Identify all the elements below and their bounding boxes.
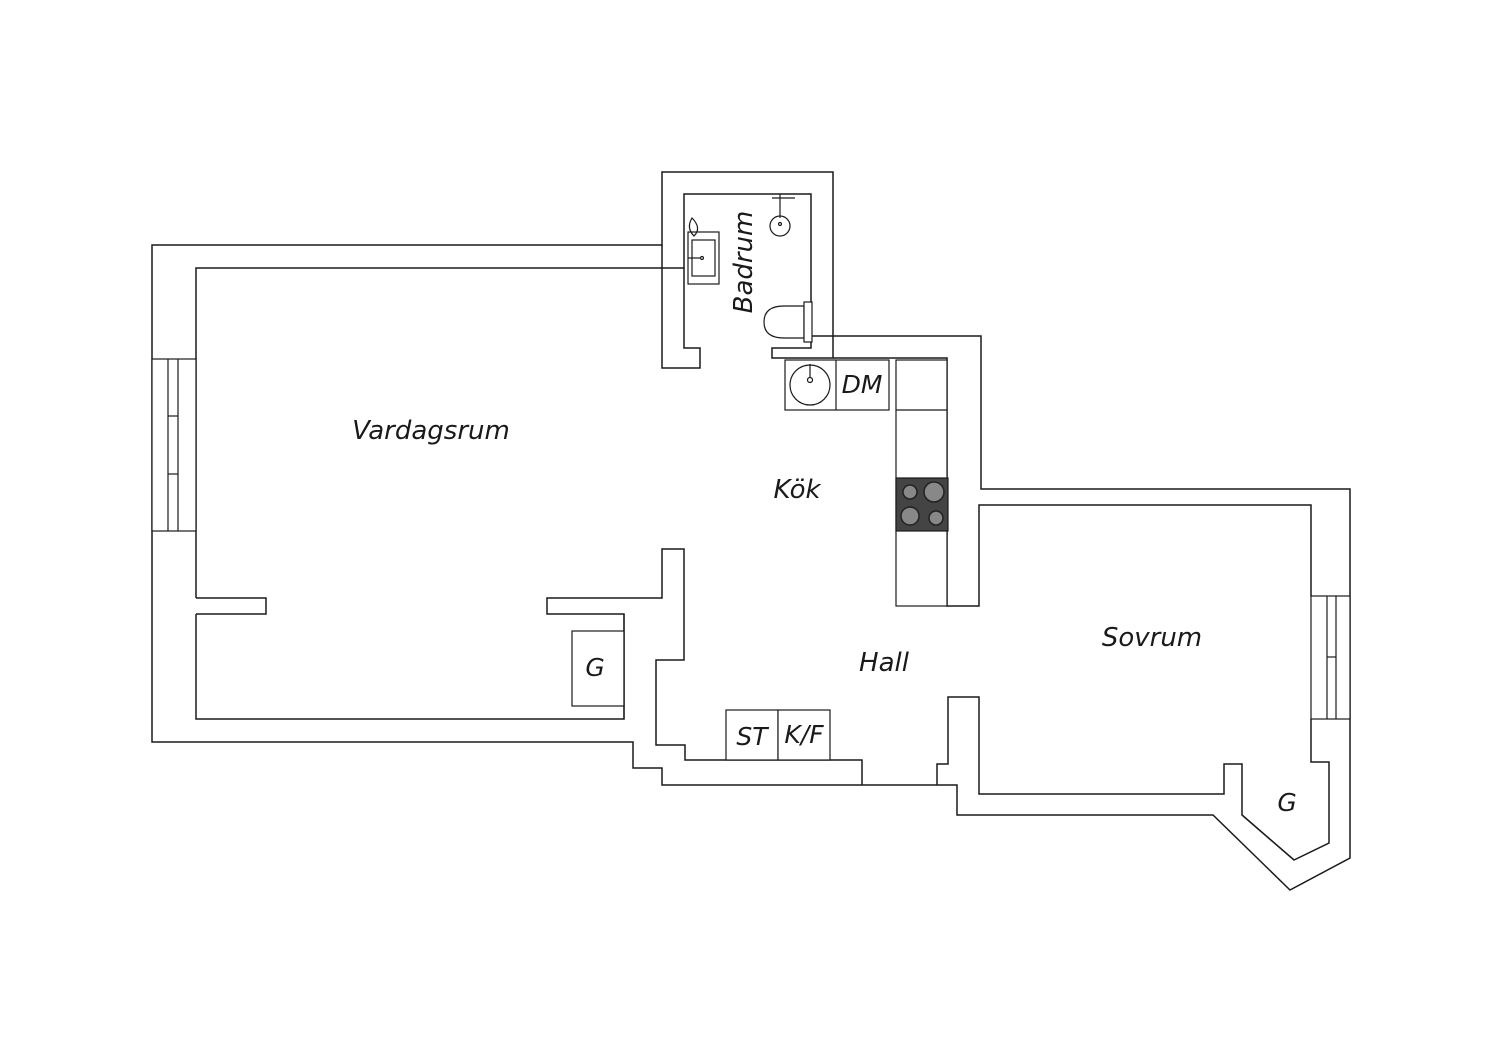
room-label-hall: Hall xyxy=(859,648,910,678)
window-bedroom xyxy=(1310,595,1351,720)
fixture-label-st: ST xyxy=(736,722,769,751)
shower-icon xyxy=(769,194,795,237)
outer-wall xyxy=(151,171,1351,891)
bedroom-inner-wall xyxy=(936,696,1330,861)
room-label-vardagsrum: Vardagsrum xyxy=(352,416,510,446)
bathroom-door-stub xyxy=(771,336,834,359)
wardrobe-bedroom xyxy=(1241,814,1295,861)
sink-icon xyxy=(789,364,831,406)
living-room-inner-wall xyxy=(195,245,701,598)
wardrobe-living-room xyxy=(571,614,625,719)
room-label-kok: Kök xyxy=(773,475,821,505)
room-label-badrum: Badrum xyxy=(729,211,759,314)
bathroom-sink-icon xyxy=(687,231,720,285)
window-living-room xyxy=(151,358,197,532)
room-label-sovrum: Sovrum xyxy=(1102,623,1202,653)
bathroom-inner-wall xyxy=(683,193,833,337)
hall-closets xyxy=(725,709,831,761)
fixture-label-dm: DM xyxy=(842,370,883,399)
hob-icon xyxy=(895,477,949,532)
toilet-icon xyxy=(763,301,813,343)
fixture-label-g-bedroom: G xyxy=(1277,788,1296,817)
living-room-stub xyxy=(196,597,267,615)
tap-icon xyxy=(688,217,699,237)
fixture-label-g-living: G xyxy=(585,653,604,682)
kitchen-inner-wall xyxy=(833,357,1312,607)
fixture-label-kf: K/F xyxy=(784,720,824,749)
